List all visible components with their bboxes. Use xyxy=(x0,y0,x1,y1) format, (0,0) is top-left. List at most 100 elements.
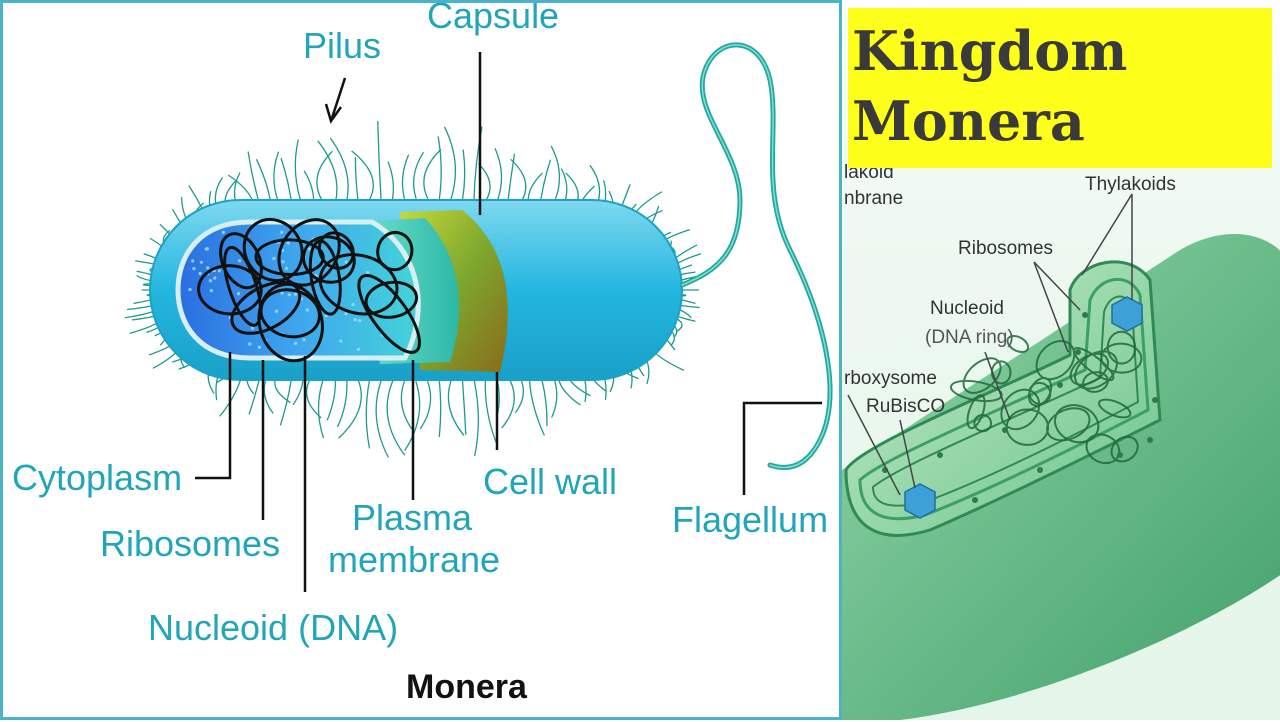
pilus-hair xyxy=(317,140,338,204)
leader-lines xyxy=(195,52,822,592)
pilus-hair xyxy=(337,377,348,427)
ribosome-dot xyxy=(286,241,290,245)
ribosome-dot xyxy=(287,293,291,297)
pilus-hair xyxy=(501,375,515,429)
ribosome-dot xyxy=(209,289,213,293)
cytoplasm-label: Cytoplasm xyxy=(12,457,182,498)
diagram-caption: Monera xyxy=(406,668,528,706)
ribosome-dot xyxy=(294,341,298,345)
pilus-hair xyxy=(510,159,527,207)
ribosome-dot xyxy=(204,247,208,251)
dna-ring-tangle xyxy=(949,330,1143,465)
dna-loop xyxy=(223,245,263,327)
dna-loop xyxy=(357,273,421,354)
thylakoid-partial-label-2: nbrane xyxy=(844,188,903,209)
ribosome-dot xyxy=(236,292,241,296)
dna-loop xyxy=(219,232,263,290)
pilus-hair xyxy=(294,139,304,208)
title-line-2: Monera xyxy=(852,89,1085,153)
ribosome-dot xyxy=(344,312,348,316)
dna-loop xyxy=(230,280,302,335)
pilus-hair xyxy=(400,381,413,430)
pilus-hair xyxy=(386,380,406,456)
pilus-hair xyxy=(484,377,497,443)
pilus-hair xyxy=(317,375,326,439)
pilus-hair xyxy=(444,126,456,200)
cyanobacterium-cutaway xyxy=(844,260,1162,537)
pilus-hair xyxy=(329,137,349,203)
right-leader-lines xyxy=(847,193,1133,496)
ribosome-dots-right xyxy=(882,312,1158,503)
dna-loop xyxy=(364,280,419,319)
dna-loop xyxy=(302,235,356,284)
ribosome-dot xyxy=(191,259,195,263)
ribosome-dot xyxy=(221,230,225,234)
ribosome-dot xyxy=(248,342,252,346)
ribosome-dot xyxy=(339,339,343,343)
dna-loop xyxy=(259,288,321,339)
ribosome-dot xyxy=(188,287,192,292)
ribosome-dot xyxy=(353,318,357,322)
plasma-membrane-label-line1: Plasma xyxy=(352,497,473,538)
dna-ring-loop xyxy=(1074,350,1118,390)
capsule-label: Capsule xyxy=(427,3,559,36)
ribosome-dot xyxy=(351,302,355,307)
ribosome-dot xyxy=(280,230,284,234)
ribosome-dot xyxy=(366,271,370,275)
ribosome-dot xyxy=(198,271,202,276)
pilus-hair xyxy=(404,381,421,451)
rubisco-label: RuBisCO xyxy=(866,396,945,417)
ribosomes-label-right: Ribosomes xyxy=(958,238,1053,259)
pilus-label: Pilus xyxy=(303,25,381,66)
dna-ring-loop xyxy=(1106,330,1137,365)
pilus-hair xyxy=(338,378,362,439)
ribosome-dot xyxy=(281,260,285,264)
dna-ring-loop xyxy=(1005,408,1050,446)
dna-tangle xyxy=(197,217,421,363)
nucleoid-label-right: Nucleoid xyxy=(930,298,1004,319)
dna-ring-loop xyxy=(973,413,993,433)
pilus-hair xyxy=(412,152,424,199)
pilus-hair xyxy=(375,380,389,458)
pilus-hair xyxy=(423,148,442,199)
plasma-membrane-label-line2: membrane xyxy=(328,539,500,580)
pilus-hair xyxy=(401,154,410,199)
pilus-hair xyxy=(326,376,337,421)
pilus-hair xyxy=(447,380,465,436)
pilus-hair xyxy=(478,163,491,203)
ribosome-dot xyxy=(192,267,196,271)
ribosome-dot xyxy=(217,269,221,273)
pilus-hair xyxy=(377,120,382,200)
pilus-hair xyxy=(473,378,479,457)
carboxysome-shape xyxy=(904,483,936,519)
pilus-hair xyxy=(494,148,503,204)
ribosome-dot xyxy=(356,347,360,351)
dna-ring-loop xyxy=(1027,377,1053,407)
carboxysome-shape-upper xyxy=(1111,296,1143,332)
thylakoids-label: Thylakoids xyxy=(1085,174,1176,195)
ribosome-dot xyxy=(272,256,276,261)
ribosome-dot xyxy=(199,260,203,264)
pilus-hair xyxy=(437,136,442,200)
ribosome-dot xyxy=(280,291,284,295)
ribosome-dot xyxy=(238,259,242,263)
dna-ring-label: (DNA ring) xyxy=(925,327,1014,348)
dna-ring-loop xyxy=(1006,334,1030,354)
ribosome-dot xyxy=(305,308,309,312)
pilus-hair xyxy=(438,380,442,438)
bacterium-diagram: Pilus Capsule Cytoplasm Ribosomes Nucleo… xyxy=(12,0,833,706)
pilus-hair xyxy=(354,156,359,202)
dna-loop xyxy=(376,230,414,272)
ribosomes-label: Ribosomes xyxy=(100,523,280,564)
dna-loop xyxy=(277,218,341,287)
flagellum-label: Flagellum xyxy=(672,499,828,540)
pilus-hair xyxy=(461,379,467,435)
ribosome-dot xyxy=(307,247,311,251)
dna-loop xyxy=(197,264,263,316)
nucleoid-label: Nucleoid (DNA) xyxy=(148,607,398,648)
pilus-hair xyxy=(387,161,395,200)
title-banner: Kingdom Monera xyxy=(848,8,1272,168)
ribosome-dot xyxy=(358,319,362,323)
ribosome-dot xyxy=(285,266,289,270)
pilus-hair xyxy=(351,150,374,201)
